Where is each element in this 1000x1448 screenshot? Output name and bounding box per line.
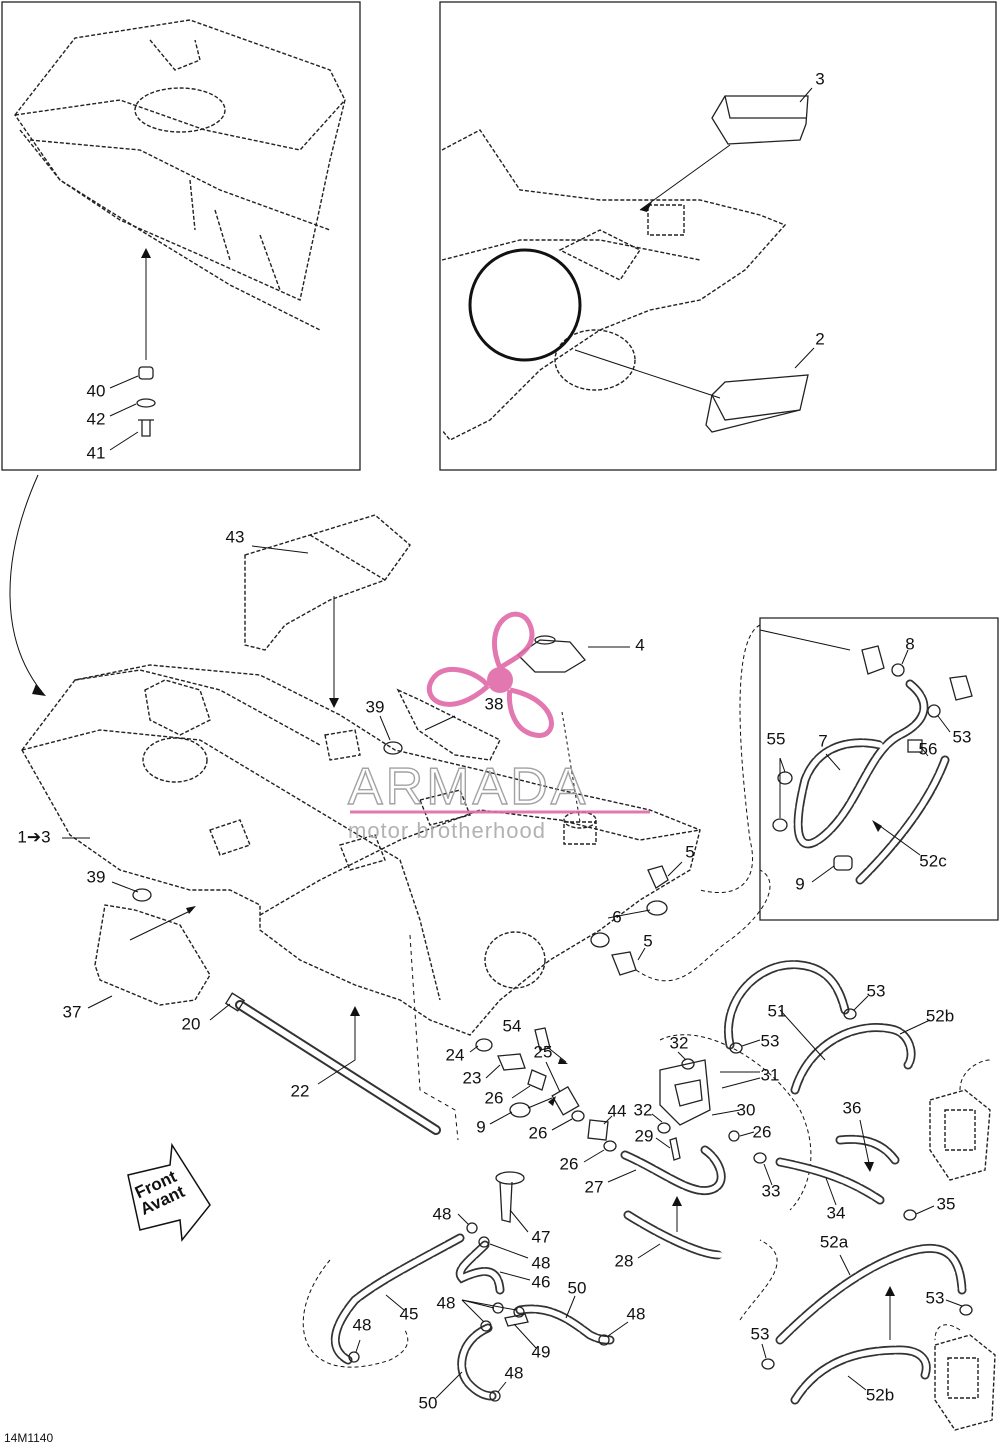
callout-26: 26 [529,1123,548,1142]
callout-38: 38 [485,694,504,713]
callout-26: 26 [485,1088,504,1107]
callout-28: 28 [615,1251,634,1270]
callout-55: 55 [767,729,786,748]
callout-27: 27 [585,1177,604,1196]
callout-24: 24 [446,1045,465,1064]
callout-9: 9 [476,1117,485,1136]
callout-54: 54 [503,1016,522,1035]
callout-53: 53 [751,1324,770,1343]
callout-49: 49 [532,1342,551,1361]
callout-53: 53 [953,727,972,746]
callout-20: 20 [182,1014,201,1033]
parts-38-39-shields [87,688,501,1009]
callout-32: 32 [670,1033,689,1052]
callout-2: 2 [815,329,824,348]
inset-frame-vent-lines [699,617,999,921]
callout-30: 30 [737,1100,756,1119]
callout-31: 31 [761,1065,780,1084]
vent-hoses-45-50 [302,1171,629,1402]
callout-37: 37 [63,1002,82,1021]
callout-23: 23 [463,1068,482,1087]
fuel-pump-assembly [651,1034,812,1211]
callout-22: 22 [291,1081,310,1100]
callout-26: 26 [560,1154,579,1173]
callout-36: 36 [843,1098,862,1117]
callout-5: 5 [685,842,694,861]
callout-7: 7 [818,731,827,750]
callout-32: 32 [634,1100,653,1119]
callout-52a: 52a [820,1232,849,1251]
callout-39: 39 [87,867,106,886]
callout-45: 45 [400,1304,419,1323]
callout-8: 8 [905,634,914,653]
callout-6: 6 [612,907,621,926]
front-direction-arrow: Front Avant [127,1142,211,1242]
callout-41: 41 [87,443,106,462]
callout-48: 48 [505,1363,524,1382]
callout-48: 48 [532,1253,551,1272]
callout-52b: 52b [926,1006,954,1025]
part-4-fuel-cap [516,635,630,673]
parts-5-6-valves [590,861,771,982]
inset-frame-tank-pads [439,1,997,471]
callout-48: 48 [433,1204,452,1223]
callout-53: 53 [761,1031,780,1050]
fuel-hoses [607,960,973,1405]
drawing-code: 14M1140 [4,1431,53,1445]
fuel-fittings-23-26 [469,1027,617,1163]
part-22-vent-tube [209,934,459,1141]
callout-34: 34 [827,1203,846,1222]
callout-53: 53 [867,981,886,1000]
callout-47: 47 [532,1227,551,1246]
armada-watermark: ARMADA motor brotherhood [347,611,650,843]
callout-48: 48 [353,1315,372,1334]
callout-33: 33 [762,1181,781,1200]
callout-56: 56 [919,739,938,758]
callout-52b: 52b [866,1385,894,1404]
callout-39: 39 [366,697,385,716]
callout-46: 46 [532,1272,551,1291]
callout-26: 26 [753,1122,772,1141]
callout-35: 35 [937,1194,956,1213]
watermark-brand: ARMADA [348,758,588,816]
part-43-cover [244,514,411,708]
callout-48: 48 [437,1293,456,1312]
callout-40: 40 [87,381,106,400]
fuel-tank [21,664,701,1036]
callout-53: 53 [926,1288,945,1307]
callout-4: 4 [635,635,644,654]
callout-52c: 52c [919,851,947,870]
callout-3: 3 [815,69,824,88]
watermark-tagline: motor brotherhood [348,818,546,843]
callout-29: 29 [635,1126,654,1145]
callout-9: 9 [795,874,804,893]
callout-44: 44 [608,1101,627,1120]
inset-frame-seat-mount [1,1,361,471]
callout-50: 50 [419,1393,438,1412]
callout-13: 1➔3 [17,827,50,846]
callout-5: 5 [643,931,652,950]
callout-50: 50 [568,1278,587,1297]
carburetors [929,1059,996,1431]
callout-25: 25 [534,1042,553,1061]
callout-51: 51 [768,1001,787,1020]
callout-48: 48 [627,1304,646,1323]
propeller-logo-icon [426,611,554,738]
callout-42: 42 [87,409,106,428]
callout-43: 43 [226,527,245,546]
